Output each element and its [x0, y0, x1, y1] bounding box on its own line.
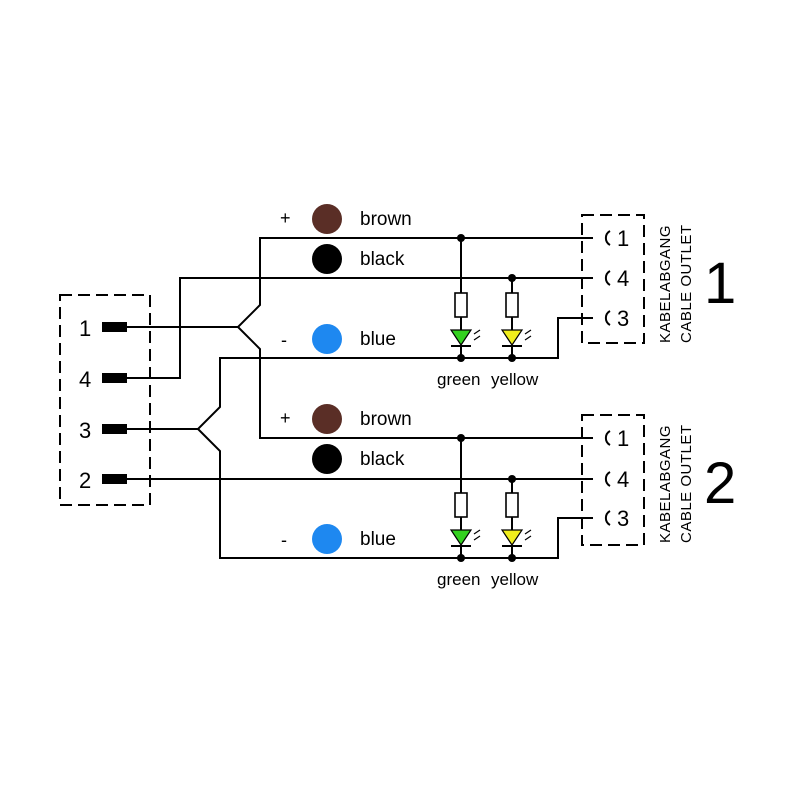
cable-outlet-box — [581, 414, 645, 546]
outlet-pin-1-label: 1 — [617, 226, 629, 251]
green-led-icon — [449, 329, 473, 347]
cable-outlet-label-de: KABELABGANG — [657, 425, 674, 543]
green-led-icon — [449, 529, 473, 547]
black-wire-dot — [312, 244, 342, 274]
junction-dot — [508, 475, 516, 483]
wire-pin1-outlet1-brown — [127, 237, 593, 328]
plus-sign: + — [280, 408, 291, 428]
socket-contact-icon — [604, 270, 611, 286]
green-led-light-arrows-icon — [473, 329, 481, 341]
connector-pin-2 — [102, 474, 127, 484]
socket-contact-icon — [604, 230, 611, 246]
yellow-led-icon — [500, 329, 524, 347]
outlet-pin-3-label: 3 — [617, 506, 629, 531]
outlet-1: + - brown black blue green yellow 1 4 — [280, 204, 736, 389]
junction-dot — [457, 354, 465, 362]
socket-contact-icon — [604, 310, 611, 326]
socket-contact-icon — [604, 510, 611, 526]
outlet-pin-4-label: 4 — [617, 467, 629, 492]
junction-dot — [457, 554, 465, 562]
minus-sign: - — [281, 330, 287, 350]
outlet-2: + - brown black blue green yellow 1 4 — [280, 404, 736, 589]
brown-wire-dot — [312, 404, 342, 434]
black-wire-label: black — [360, 449, 405, 470]
black-wire-label: black — [360, 249, 405, 270]
connector-pin-1-label: 1 — [79, 316, 91, 341]
green-resistor — [454, 492, 468, 518]
junction-dot — [457, 434, 465, 442]
minus-sign: - — [281, 530, 287, 550]
brown-wire-dot — [312, 204, 342, 234]
wire-pin4-outlet1-black — [127, 277, 593, 379]
connector-pin-4-label: 4 — [79, 367, 91, 392]
cable-outlet-box — [581, 214, 645, 344]
yellow-resistor — [505, 492, 519, 518]
cable-outlet-label-de: KABELABGANG — [657, 225, 674, 343]
blue-wire-label: blue — [360, 529, 396, 550]
yellow-led-icon — [500, 529, 524, 547]
socket-contact-icon — [604, 430, 611, 446]
wire-pin1-outlet2-brown — [237, 326, 593, 439]
connector-housing — [59, 294, 151, 506]
outlet-number: 1 — [704, 251, 736, 316]
yellow-led-label: yellow — [491, 570, 539, 589]
connector-pin-3 — [102, 424, 127, 434]
blue-wire-label: blue — [360, 329, 396, 350]
cable-outlet-label-en: CABLE OUTLET — [678, 424, 695, 543]
main-connector: 1 4 3 2 — [59, 294, 151, 506]
outlet-number: 2 — [704, 451, 736, 516]
brown-wire-label: brown — [360, 409, 412, 430]
cable-outlet-label-en: CABLE OUTLET — [678, 224, 695, 343]
wiring — [127, 237, 593, 559]
blue-wire-dot — [312, 524, 342, 554]
connector-pin-1 — [102, 322, 127, 332]
junction-dot — [508, 274, 516, 282]
wire-pin3-outlet2-blue — [197, 428, 593, 559]
green-led-label: green — [437, 570, 480, 589]
junction-dot — [457, 234, 465, 242]
green-resistor — [454, 292, 468, 318]
connector-pin-4 — [102, 373, 127, 383]
yellow-led-light-arrows-icon — [524, 529, 532, 541]
connector-pin-2-label: 2 — [79, 468, 91, 493]
junction-dot — [508, 554, 516, 562]
outlet-pin-1-label: 1 — [617, 426, 629, 451]
blue-wire-dot — [312, 324, 342, 354]
brown-wire-label: brown — [360, 209, 412, 230]
yellow-resistor — [505, 292, 519, 318]
green-led-label: green — [437, 370, 480, 389]
yellow-led-label: yellow — [491, 370, 539, 389]
connector-pin-3-label: 3 — [79, 418, 91, 443]
outlet-pin-3-label: 3 — [617, 306, 629, 331]
yellow-led-light-arrows-icon — [524, 329, 532, 341]
junction-dot — [508, 354, 516, 362]
green-led-light-arrows-icon — [473, 529, 481, 541]
black-wire-dot — [312, 444, 342, 474]
plus-sign: + — [280, 208, 291, 228]
socket-contact-icon — [604, 471, 611, 487]
outlet-pin-4-label: 4 — [617, 266, 629, 291]
